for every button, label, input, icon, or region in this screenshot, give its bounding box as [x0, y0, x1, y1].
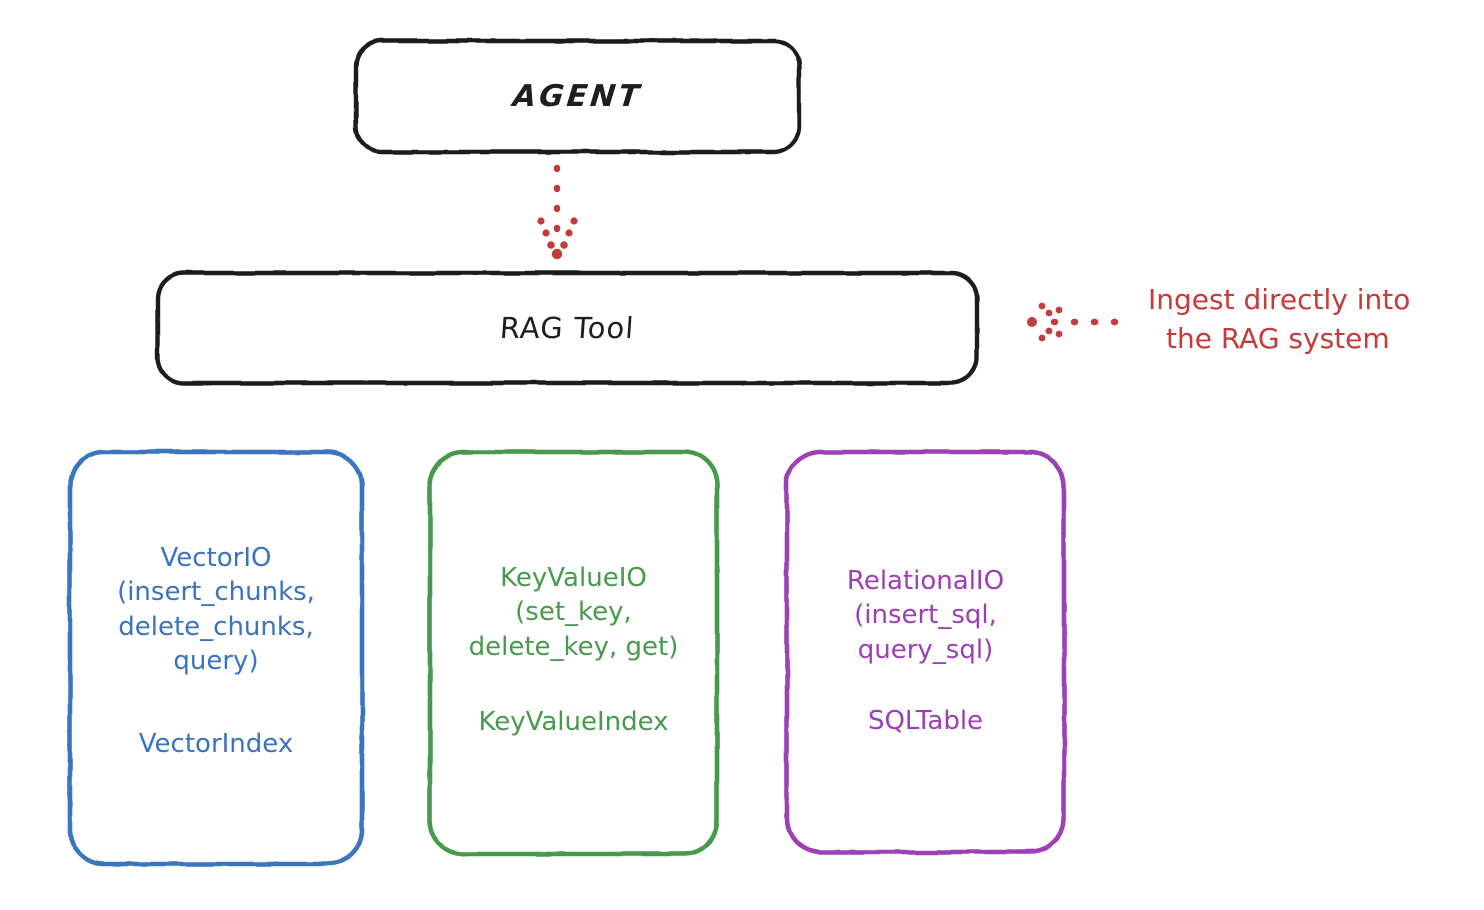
vector-io-secondary-label: VectorIndex — [138, 728, 294, 759]
node-agent[interactable]: AGENT — [355, 40, 800, 153]
rag-tool-label: RAG Tool — [499, 311, 636, 345]
agent-box-outline[interactable] — [353, 38, 802, 155]
ingest-annotation-line1: Ingest directly into — [1148, 283, 1411, 316]
keyvalueio-box-outline[interactable] — [427, 449, 720, 857]
node-key-value-io[interactable]: KeyValueIO (set_key, delete_key, get) Ke… — [428, 450, 719, 856]
agent-label: AGENT — [511, 79, 644, 114]
node-vector-io[interactable]: VectorIO (insert_chunks, delete_chunks, … — [68, 450, 364, 866]
relational-io-primary-label: RelationalIO (insert_sql, query_sql) — [846, 565, 1005, 665]
vector-io-primary-label: VectorIO (insert_chunks, delete_chunks, … — [117, 542, 315, 677]
ingest-to-rag-connector — [1027, 302, 1134, 342]
node-relational-io[interactable]: RelationalIO (insert_sql, query_sql) SQL… — [785, 450, 1066, 854]
ingest-annotation-line2: the RAG system — [1166, 321, 1390, 355]
vectorio-box-outline[interactable] — [67, 449, 365, 867]
key-value-io-secondary-label: KeyValueIndex — [478, 706, 669, 737]
rag-tool-box-outline[interactable] — [155, 270, 980, 386]
ingest-annotation: Ingest directly into the RAG system — [1148, 281, 1478, 358]
key-value-io-primary-label: KeyValueIO (set_key, delete_key, get) — [468, 562, 679, 662]
node-rag-tool[interactable]: RAG Tool — [157, 272, 978, 384]
agent-to-rag-connector — [537, 164, 578, 260]
relational-io-secondary-label: SQLTable — [867, 705, 984, 736]
relationalio-box-outline[interactable] — [784, 449, 1067, 855]
